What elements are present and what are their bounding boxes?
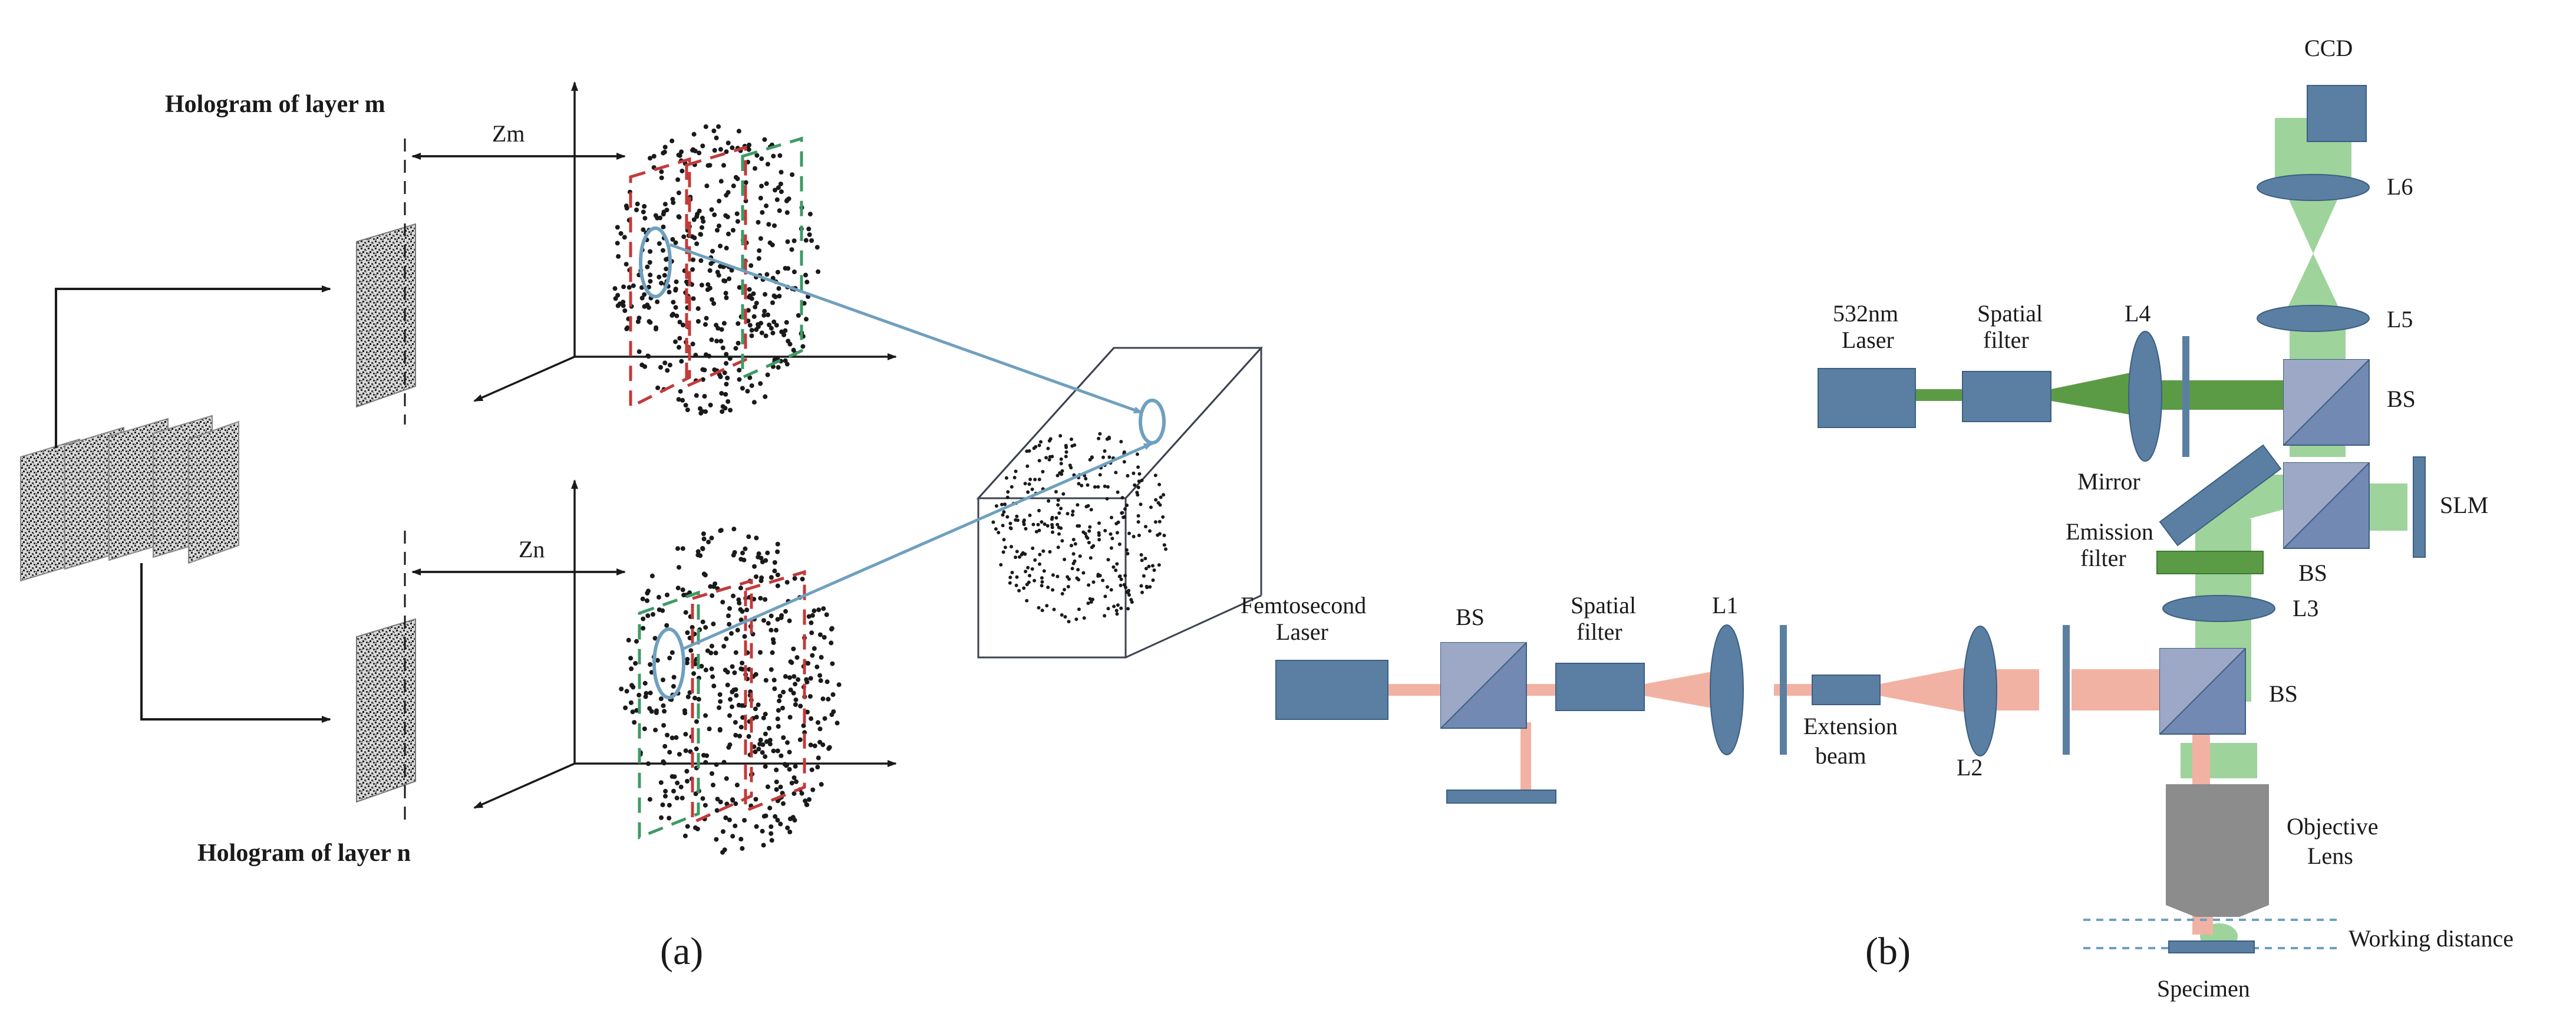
selected-particle-m bbox=[639, 226, 672, 298]
working-distance-markers bbox=[2083, 919, 2340, 949]
panel-b: CCD L6 L5 BS 532nm Laser Spatial filter … bbox=[1241, 35, 2514, 1002]
reference-mirror bbox=[1446, 790, 1556, 804]
laser532-line2: Laser bbox=[1842, 327, 1894, 353]
panel-a: Hologram of layer m Zm Hologram of layer… bbox=[20, 81, 1264, 973]
slm bbox=[2413, 456, 2426, 558]
extension-line1: Extension bbox=[1803, 713, 1898, 739]
particle-volume-n bbox=[619, 527, 842, 855]
beam-splitter-top bbox=[2283, 359, 2370, 446]
lens-l3 bbox=[2162, 595, 2275, 622]
mirror bbox=[2159, 444, 2282, 547]
panel-a-caption: (a) bbox=[660, 930, 703, 973]
lens-l5 bbox=[2257, 305, 2370, 332]
specimen bbox=[2168, 940, 2255, 953]
objective-line2: Lens bbox=[2307, 843, 2353, 869]
mirror-label: Mirror bbox=[2077, 468, 2140, 495]
bs-left-label: BS bbox=[1456, 604, 1485, 630]
ccd-label: CCD bbox=[2304, 35, 2353, 61]
laser532-line1: 532nm bbox=[1833, 300, 1898, 327]
beam-splitter-bottom bbox=[2159, 648, 2246, 735]
l5-label: L5 bbox=[2387, 306, 2413, 333]
femtosecond-laser bbox=[1275, 660, 1388, 720]
spatial-filter-top bbox=[1962, 371, 2051, 422]
l2-label: L2 bbox=[1957, 754, 1983, 781]
selected-particle-n bbox=[652, 627, 685, 699]
particle-volume-m bbox=[612, 124, 821, 416]
l6-label: L6 bbox=[2387, 173, 2413, 200]
extension-beam bbox=[1812, 675, 1881, 705]
extension-line2: beam bbox=[1815, 742, 1866, 769]
l4-label: L4 bbox=[2125, 300, 2150, 327]
l3-label: L3 bbox=[2293, 595, 2318, 621]
hologram-m-plate bbox=[356, 223, 416, 408]
femto-line1: Femtosecond bbox=[1241, 592, 1366, 619]
bs-top-label: BS bbox=[2387, 386, 2416, 412]
ccd-camera bbox=[2307, 85, 2367, 142]
hologram-n-label: Hologram of layer n bbox=[197, 840, 411, 867]
working-distance-label: Working distance bbox=[2349, 925, 2514, 952]
beam-splitter-middle bbox=[2283, 462, 2370, 549]
spatial-bottom-line2: filter bbox=[1576, 619, 1622, 645]
laser-532 bbox=[1818, 368, 1916, 428]
zm-label: Zm bbox=[492, 120, 525, 147]
aperture-l1 bbox=[1780, 625, 1787, 755]
reconstruction-volume bbox=[976, 347, 1264, 659]
stack-to-hologram-arrows bbox=[55, 285, 331, 723]
emission-line2: filter bbox=[2080, 545, 2126, 571]
emission-line1: Emission bbox=[2066, 518, 2153, 545]
bs-mid-label: BS bbox=[2298, 560, 2327, 586]
hologram-stack bbox=[20, 415, 239, 582]
slm-label: SLM bbox=[2440, 492, 2488, 518]
lens-l2 bbox=[1963, 626, 1997, 756]
axes-layer-m bbox=[411, 81, 897, 402]
l1-label: L1 bbox=[1712, 592, 1738, 619]
lens-l4 bbox=[2128, 331, 2162, 462]
spatial-filter-bottom bbox=[1555, 663, 1645, 711]
reconstructed-particle bbox=[1139, 399, 1166, 445]
emission-filter bbox=[2156, 551, 2264, 574]
hologram-m-label: Hologram of layer m bbox=[165, 91, 385, 118]
particle-cloud-reconstructed bbox=[991, 432, 1167, 624]
zn-label: Zn bbox=[519, 536, 545, 563]
femto-line2: Laser bbox=[1276, 619, 1328, 645]
spatial-top-line2: filter bbox=[1983, 327, 2029, 353]
axes-layer-n bbox=[411, 479, 897, 809]
bs-bottom-label: BS bbox=[2269, 680, 2298, 707]
specimen-label: Specimen bbox=[2157, 975, 2250, 1002]
aperture-l4 bbox=[2182, 336, 2189, 457]
particle-mapping-arrows bbox=[669, 243, 1153, 650]
lens-l1 bbox=[1710, 624, 1744, 755]
panel-b-caption: (b) bbox=[1865, 930, 1911, 973]
hologram-n-plate bbox=[356, 618, 416, 803]
objective-lens bbox=[2166, 784, 2269, 917]
spatial-top-line1: Spatial bbox=[1977, 300, 2043, 327]
beam-splitter-left bbox=[1440, 642, 1527, 729]
aperture-l2 bbox=[2063, 625, 2070, 755]
lens-l6 bbox=[2257, 174, 2370, 201]
objective-line1: Objective bbox=[2287, 813, 2379, 840]
spatial-bottom-line1: Spatial bbox=[1571, 592, 1636, 619]
